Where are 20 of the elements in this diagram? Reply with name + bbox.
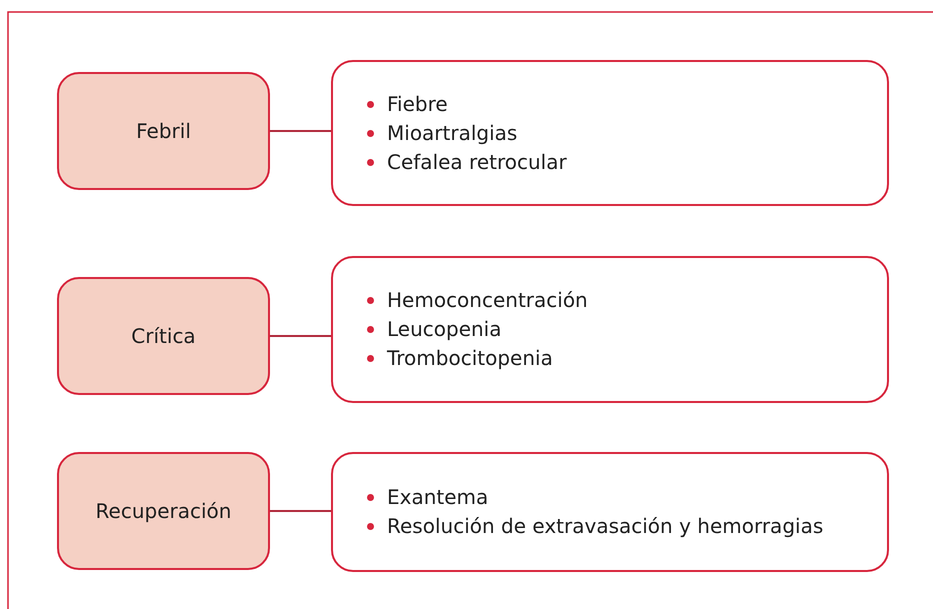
bullet-item: Exantema bbox=[367, 483, 887, 512]
phase-label: Crítica bbox=[131, 322, 196, 350]
symptom-box bbox=[331, 256, 889, 403]
bullet-item: Mioartralgias bbox=[367, 118, 887, 148]
connector-line bbox=[270, 130, 331, 132]
connector-line bbox=[270, 510, 331, 512]
phase-box bbox=[57, 452, 270, 570]
phase-label: Recuperación bbox=[96, 498, 232, 524]
symptom-box bbox=[331, 60, 889, 206]
phase-box bbox=[57, 277, 270, 395]
phase-label: Febril bbox=[136, 118, 191, 144]
bullet-item: Resolución de extravasación y hemorragias bbox=[367, 512, 887, 541]
bullet-item: Hemoconcentración bbox=[367, 286, 887, 315]
bullet-item: Trombocitopenia bbox=[367, 344, 887, 373]
bullet-item: Cefalea retrocular bbox=[367, 148, 887, 176]
bullet-item: Leucopenia bbox=[367, 315, 887, 344]
bullet-item: Fiebre bbox=[367, 90, 887, 118]
phase-box bbox=[57, 72, 270, 190]
symptom-box bbox=[331, 452, 889, 572]
connector-line bbox=[270, 335, 331, 337]
